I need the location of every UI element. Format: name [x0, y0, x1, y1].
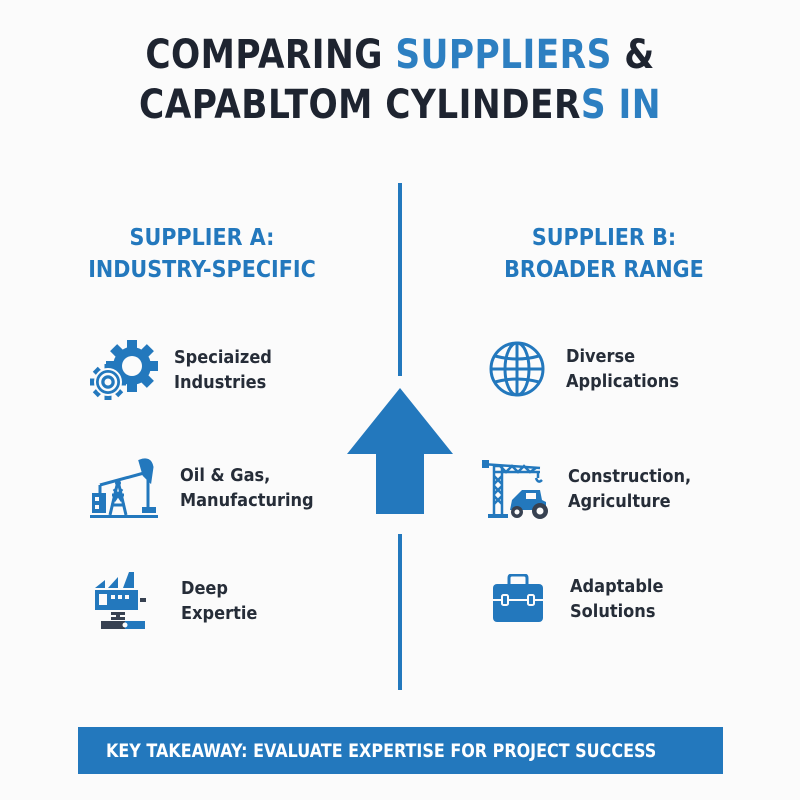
supplier-b-item-diverse: Diverse Applications	[488, 340, 692, 398]
supplier-b-heading: SUPPLIER B: BROADER RANGE	[454, 222, 754, 286]
item-label: Adaptable Solutions	[570, 574, 674, 624]
label-line: Expertie	[181, 603, 258, 624]
supplier-a-item-expertise: Deep Expertie	[93, 572, 266, 630]
globe-icon	[489, 341, 545, 397]
page-title: COMPARING SUPPLIERS & CAPABLTOM CYLINDER…	[0, 30, 800, 130]
supplier-a-heading: SUPPLIER A: INDUSTRY-SPECIFIC	[52, 222, 352, 286]
label-line: Industries	[174, 372, 267, 393]
item-label: Deep Expertie	[181, 576, 266, 626]
supplier-b-item-adaptable: Adaptable Solutions	[492, 574, 674, 624]
label-line: Agriculture	[568, 491, 671, 512]
heading-line: INDUSTRY-SPECIFIC	[88, 257, 316, 283]
title-line-1: COMPARING SUPPLIERS &	[56, 30, 744, 80]
label-line: Speciaized	[174, 347, 272, 368]
title-line-2: CAPABLTOM CYLINDERS IN	[56, 80, 744, 130]
heading-line: BROADER RANGE	[504, 257, 704, 283]
label-line: Diverse	[566, 346, 636, 367]
oil-pump-icon	[90, 458, 158, 518]
label-line: Solutions	[570, 601, 656, 622]
title-text: COMPARING	[145, 32, 396, 78]
item-label: Speciaized Industries	[174, 345, 283, 395]
label-line: Oil & Gas,	[180, 465, 271, 486]
toolbox-icon	[493, 574, 543, 622]
divider-line-top	[398, 183, 402, 376]
title-accent: S IN	[580, 82, 661, 128]
factory-icon	[95, 572, 146, 629]
item-label: Construction, Agriculture	[568, 464, 705, 514]
divider-line-bottom	[398, 534, 402, 690]
item-label: Oil & Gas, Manufacturing	[180, 463, 329, 513]
title-text: &	[611, 32, 655, 78]
gears-icon	[90, 340, 158, 400]
supplier-b-item-construction: Construction, Agriculture	[480, 456, 705, 522]
title-accent: SUPPLIERS	[395, 32, 612, 78]
item-label: Diverse Applications	[566, 344, 692, 394]
key-takeaway-banner: KEY TAKEAWAY: EVALUATE EXPERTISE FOR PRO…	[78, 727, 723, 774]
takeaway-text: KEY TAKEAWAY: EVALUATE EXPERTISE FOR PRO…	[106, 739, 657, 762]
supplier-a-item-oil-gas: Oil & Gas, Manufacturing	[90, 455, 329, 521]
label-line: Deep	[181, 578, 229, 599]
up-arrow-icon	[347, 388, 453, 514]
label-line: Applications	[566, 371, 679, 392]
label-line: Construction,	[568, 466, 692, 487]
heading-line: SUPPLIER B:	[531, 225, 677, 251]
label-line: Manufacturing	[180, 490, 314, 511]
title-text: CAPABLTOM CYLINDER	[139, 82, 581, 128]
supplier-a-item-specialized: Speciaized Industries	[88, 338, 283, 402]
label-line: Adaptable	[570, 576, 664, 597]
heading-line: SUPPLIER A:	[129, 225, 275, 251]
crane-tractor-icon	[481, 460, 548, 519]
